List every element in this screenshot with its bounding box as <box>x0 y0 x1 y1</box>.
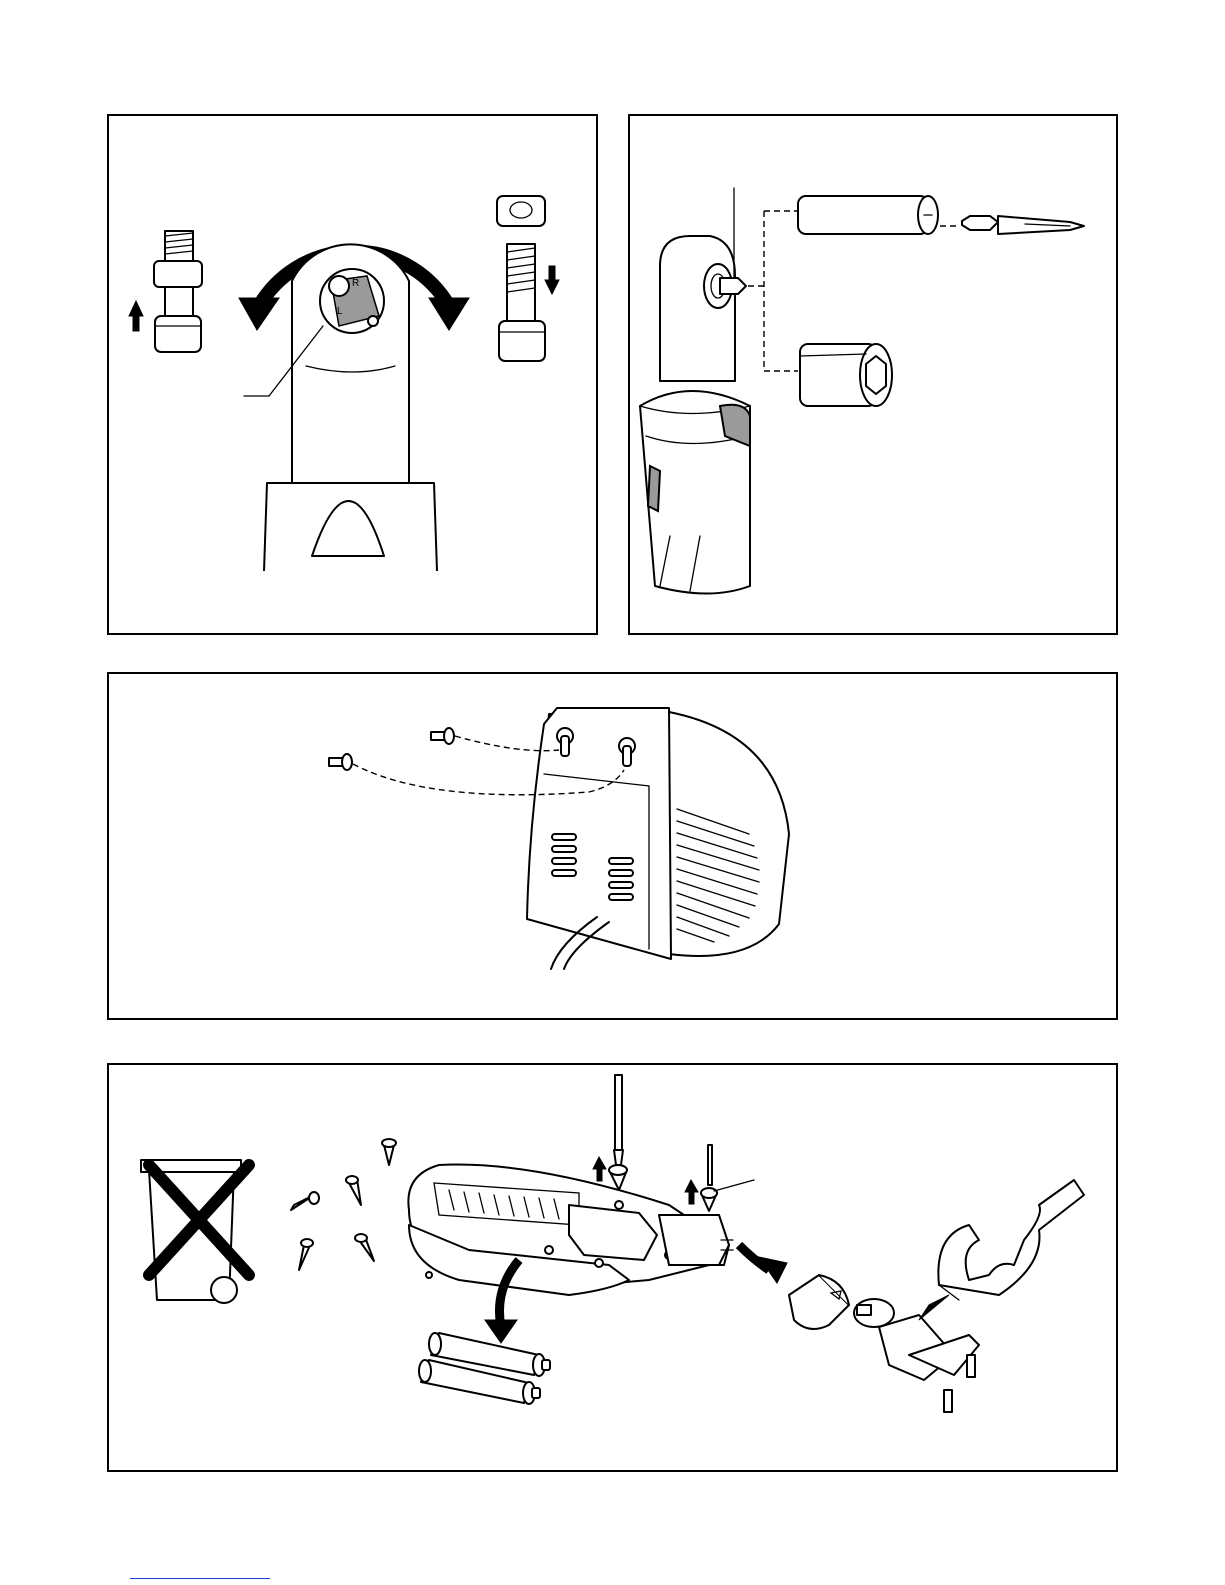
square-drive <box>720 278 746 294</box>
large-screwdriver <box>614 1075 623 1165</box>
wrench-illustration <box>938 1180 1084 1300</box>
ratchet-mechanism-part <box>854 1299 979 1412</box>
rotate-left-arrowhead <box>239 298 279 330</box>
arrow-up-icon <box>593 1157 606 1169</box>
rotate-right-arrowhead <box>429 298 469 330</box>
loose-screws <box>291 1139 396 1270</box>
small-screwdriver <box>708 1145 712 1185</box>
bolt-tighten-illustration <box>497 196 545 361</box>
tool-head <box>660 236 735 381</box>
charger-wall-mount-figure <box>107 672 1118 1020</box>
direction-mark-l: L <box>337 306 343 317</box>
ratchet-direction-figure: R L <box>107 114 598 635</box>
screwdriver-bit-illustration <box>962 216 1084 234</box>
direction-mark-r: R <box>352 278 359 289</box>
head-cover-part <box>789 1275 849 1329</box>
ratchet-direction-illustration: R L <box>109 116 596 633</box>
wall-screw-1 <box>431 728 454 744</box>
crossed-out-bin-icon <box>141 1160 249 1303</box>
battery-removal-arrow <box>485 1320 517 1343</box>
battery-cells <box>419 1333 550 1404</box>
arrow-up-icon <box>129 301 143 316</box>
wrench-direction-arrow <box>919 1295 949 1320</box>
charger-wall-mount-illustration <box>109 674 1116 1018</box>
arrow-down-icon <box>545 280 559 294</box>
bolt-loosen-illustration <box>154 231 202 352</box>
disposal-disassembly-figure <box>107 1063 1118 1472</box>
wall-screw-2 <box>329 754 352 770</box>
socket-bit-illustration <box>630 116 1116 633</box>
arrow-up-icon <box>685 1180 698 1192</box>
bit-holder-illustration <box>798 196 938 234</box>
callout-line <box>714 1180 754 1191</box>
socket-bit-fitting-figure <box>628 114 1118 635</box>
footer-link-underline <box>130 1578 270 1579</box>
socket-illustration <box>800 344 892 406</box>
tool-body-opened <box>408 1165 733 1296</box>
disposal-disassembly-illustration <box>109 1065 1116 1470</box>
